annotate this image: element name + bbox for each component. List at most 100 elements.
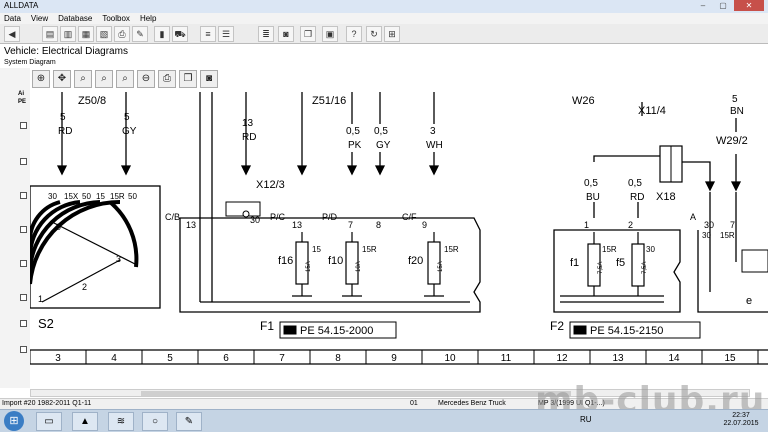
fuse-label: f20: [408, 255, 423, 267]
s2-terminal: 50: [128, 192, 137, 201]
explorer-icon[interactable]: ▭: [36, 412, 62, 431]
relay-pin: 30: [250, 215, 260, 225]
maximize-button[interactable]: ▢: [719, 1, 727, 10]
menu-database[interactable]: Database: [58, 14, 93, 23]
chart-icon[interactable]: ▮: [154, 26, 170, 42]
tools-icon[interactable]: ✎: [132, 26, 148, 42]
s2-terminal: 15X: [64, 192, 79, 201]
copy-icon[interactable]: ❐: [179, 70, 197, 88]
pe-ref-f2[interactable]: [569, 321, 701, 339]
connector-w29-2: W29/2: [716, 135, 748, 147]
book-icon[interactable]: ▧: [96, 26, 112, 42]
vehicle-label: Vehicle:: [4, 46, 40, 57]
option-checkbox[interactable]: [20, 294, 27, 301]
connector-z51-16: Z51/16: [312, 95, 346, 107]
option-checkbox[interactable]: [20, 158, 27, 165]
network-icon[interactable]: ≋: [108, 412, 134, 431]
pin-number: 2: [628, 220, 633, 230]
grid-number: 6: [223, 353, 229, 364]
grid-number: 11: [501, 353, 512, 364]
f1-fusebox: [179, 217, 481, 313]
menu-toolbox[interactable]: Toolbox: [102, 14, 130, 23]
grid-number: 15: [724, 353, 736, 364]
book-icon[interactable]: ▥: [60, 26, 76, 42]
left-label-1: Ai: [18, 91, 24, 97]
wire-color: WH: [426, 140, 443, 151]
option-checkbox[interactable]: [20, 226, 27, 233]
list-icon[interactable]: ≡: [200, 26, 216, 42]
back-arrow-icon[interactable]: ◀: [4, 26, 20, 42]
option-checkbox[interactable]: [20, 192, 27, 199]
s2-terminal: 30: [48, 192, 57, 201]
zoom-area-icon[interactable]: ⌕: [74, 70, 92, 88]
option-checkbox[interactable]: [20, 122, 27, 129]
fuse-rating: 15A: [438, 261, 444, 272]
zoom-fit-icon[interactable]: ⌕: [95, 70, 113, 88]
pin-label: A: [690, 212, 696, 222]
f2-fusebox: [553, 229, 681, 313]
list-icon[interactable]: ≣: [258, 26, 274, 42]
s2-terminal: 15R: [110, 192, 125, 201]
info-icon[interactable]: ⊞: [384, 26, 400, 42]
pe-ref-f1[interactable]: [279, 321, 397, 339]
system-diagram-label: System Diagram: [4, 59, 56, 66]
minimize-button[interactable]: –: [700, 1, 706, 10]
menu-help[interactable]: Help: [139, 14, 157, 23]
pe-ref-text[interactable]: PE 54.15-2150: [590, 325, 663, 337]
tools-icon[interactable]: ✎: [176, 412, 202, 431]
connector-w26: W26: [572, 95, 595, 107]
pin-number: 1: [584, 220, 589, 230]
menu-view[interactable]: View: [30, 14, 49, 23]
zoom-in-icon[interactable]: ⊕: [32, 70, 50, 88]
wire-gauge: 0,5: [628, 178, 642, 189]
zoom-out-icon[interactable]: ⊖: [137, 70, 155, 88]
clock[interactable]: 22:37 22.07.2015: [718, 412, 764, 428]
vehicle-header: Vehicle: Electrical Diagrams: [4, 46, 128, 57]
wire-color: BN: [730, 106, 744, 117]
pin-number: 7: [730, 220, 735, 230]
grid-number: 10: [444, 353, 456, 364]
camera-icon[interactable]: ◙: [200, 70, 218, 88]
list-icon[interactable]: ☰: [218, 26, 234, 42]
pin-number: 13: [186, 220, 196, 230]
fuse-rating: 7,5A: [598, 262, 604, 274]
print-icon[interactable]: ⎙: [158, 70, 176, 88]
alldata-icon[interactable]: ▲: [72, 412, 98, 431]
print-icon[interactable]: ⎙: [114, 26, 130, 42]
folder-icon[interactable]: ▣: [322, 26, 338, 42]
language-indicator[interactable]: RU: [580, 415, 592, 424]
start-button[interactable]: ⊞: [4, 411, 24, 431]
connector-z50-8: Z50/8: [78, 95, 106, 107]
pin-number: 13: [292, 220, 302, 230]
pan-icon[interactable]: ✥: [53, 70, 71, 88]
camera-icon[interactable]: ◙: [278, 26, 294, 42]
wire-color: GY: [122, 126, 137, 137]
copy-icon[interactable]: ❐: [300, 26, 316, 42]
horizontal-scrollbar[interactable]: [30, 389, 750, 397]
option-checkbox[interactable]: [20, 320, 27, 327]
zoom-window-icon[interactable]: ⌕: [116, 70, 134, 88]
pe-ref-text[interactable]: PE 54.15-2000: [300, 325, 373, 337]
fuse-circuit: 15R: [362, 245, 377, 254]
scroll-thumb[interactable]: [141, 391, 571, 396]
sync-icon[interactable]: ↻: [366, 26, 382, 42]
menu-data[interactable]: Data: [4, 14, 21, 23]
app-icon[interactable]: ○: [142, 412, 168, 431]
database-icon[interactable]: ▤: [42, 26, 58, 42]
window-title: ALLDATA: [4, 1, 39, 10]
pin-number: 8: [376, 220, 381, 230]
question-icon[interactable]: ?: [346, 26, 362, 42]
grid-number: 13: [612, 353, 624, 364]
option-checkbox[interactable]: [20, 260, 27, 267]
s2-position: 0: [56, 222, 61, 232]
car-icon[interactable]: ⛟: [172, 26, 188, 42]
wire-color: RD: [242, 132, 256, 143]
grid-number: 4: [111, 353, 117, 364]
pin-label: 30: [702, 231, 711, 240]
wiring-diagram[interactable]: Z50/8 Z51/16 W26 X11/4 W29/2 X12/3 X18 5…: [30, 92, 768, 368]
option-checkbox[interactable]: [20, 346, 27, 353]
vehicle-icon[interactable]: ▦: [78, 26, 94, 42]
close-button[interactable]: ✕: [734, 0, 764, 11]
wire-color: RD: [58, 126, 72, 137]
pin-label: C/F: [402, 212, 417, 222]
